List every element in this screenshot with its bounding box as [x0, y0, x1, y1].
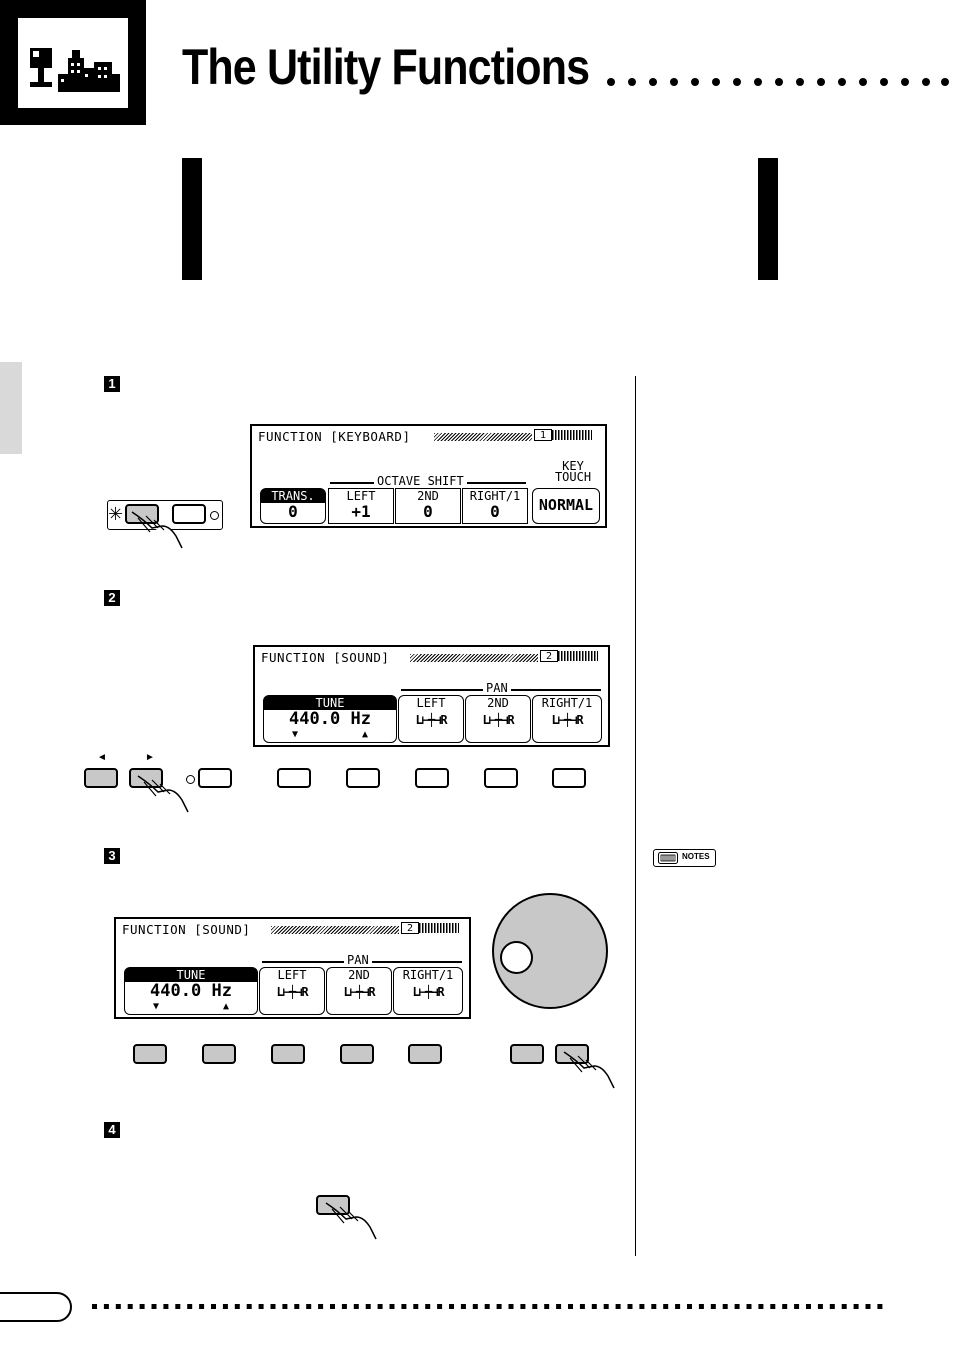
lcd-button-4[interactable] [340, 1044, 374, 1064]
pressing-hand-icon [563, 1051, 615, 1089]
lcd-button-3[interactable] [271, 1044, 305, 1064]
footer-dot-leader [92, 1304, 883, 1309]
tune-cell[interactable]: TUNE 440.0 Hz ▼ ▲ [263, 695, 397, 743]
pan-label: PAN [344, 953, 372, 967]
trans-cell[interactable]: TRANS. 0 [260, 488, 326, 524]
lcd-button-6[interactable] [552, 768, 586, 788]
lcd-function-sound-step3: FUNCTION [SOUND] 2 PAN TUNE 440.0 Hz ▼ ▲… [114, 917, 471, 1019]
pan-right-cell[interactable]: RIGHT/1 L⊢┿⊣R [393, 967, 463, 1015]
lcd-page-number: 2 [540, 650, 558, 662]
lcd-hatch [410, 654, 538, 662]
data-dial[interactable] [492, 893, 608, 1009]
step-marker-1: 1 [104, 376, 120, 392]
notes-label: NOTES [682, 852, 710, 861]
function-led-icon: ✳ [108, 504, 124, 524]
page-title: The Utility Functions [182, 39, 590, 95]
lcd-button-5[interactable] [408, 1044, 442, 1064]
data-dial-knob[interactable] [500, 941, 533, 974]
indicator-led [210, 511, 219, 520]
lcd-page-number: 1 [534, 429, 552, 441]
pan-left-cell[interactable]: LEFT L⊢┿⊣R [259, 967, 325, 1015]
lcd-page-indicator: 1 [534, 429, 592, 441]
decrement-button[interactable] [510, 1044, 544, 1064]
column-divider [635, 376, 636, 1256]
pan-2nd-cell[interactable]: 2ND L⊢┿⊣R [465, 695, 531, 743]
step-marker-2: 2 [104, 590, 120, 606]
lcd-page-indicator: 2 [401, 922, 459, 934]
step-marker-4: 4 [104, 1122, 120, 1138]
exit-button[interactable] [316, 1195, 350, 1215]
chapter-side-tab [0, 362, 22, 454]
lcd-button-4[interactable] [415, 768, 449, 788]
lcd-button-1[interactable] [133, 1044, 167, 1064]
notes-badge: NOTES [653, 849, 716, 867]
step-marker-3: 3 [104, 848, 120, 864]
lcd-button-3[interactable] [346, 768, 380, 788]
octave-shift-label: OCTAVE SHIFT [374, 474, 467, 488]
pan-right-cell[interactable]: RIGHT/1 L⊢┿⊣R [532, 695, 602, 743]
octave-right-cell[interactable]: RIGHT/1 0 [462, 488, 528, 524]
adjacent-button[interactable] [172, 504, 206, 524]
lcd-function-sound: FUNCTION [SOUND] 2 PAN TUNE 440.0 Hz ▼ ▲… [253, 645, 610, 747]
pan-label: PAN [483, 681, 511, 695]
octave-2nd-cell[interactable]: 2ND 0 [395, 488, 461, 524]
indicator-led [186, 775, 195, 784]
keyboard-icon [658, 852, 678, 864]
lcd-button-2[interactable] [277, 768, 311, 788]
lcd-title: FUNCTION [SOUND] [122, 922, 251, 937]
lcd-title: FUNCTION [SOUND] [261, 650, 390, 665]
pan-2nd-cell[interactable]: 2ND L⊢┿⊣R [326, 967, 392, 1015]
key-touch-cell[interactable]: NORMAL [532, 488, 600, 524]
page-left-button[interactable] [84, 768, 118, 788]
section-bar-left [182, 158, 202, 280]
pressing-hand-icon [131, 511, 183, 549]
lcd-button-1[interactable] [198, 768, 232, 788]
pan-left-cell[interactable]: LEFT L⊢┿⊣R [398, 695, 464, 743]
page-number-tab [0, 1292, 72, 1322]
lcd-button-5[interactable] [484, 768, 518, 788]
lcd-page-indicator: 2 [540, 650, 598, 662]
page-right-arrow: ► [145, 752, 155, 763]
key-touch-label: KEY TOUCH [554, 459, 592, 484]
page-left-arrow: ◄ [97, 752, 107, 763]
octave-left-cell[interactable]: LEFT +1 [328, 488, 394, 524]
section-bar-right [758, 158, 778, 280]
lcd-title: FUNCTION [KEYBOARD] [258, 429, 411, 444]
lcd-button-2[interactable] [202, 1044, 236, 1064]
city-skyline-icon [18, 18, 128, 108]
title-dot-leader [607, 78, 949, 86]
lcd-page-number: 2 [401, 922, 419, 934]
lcd-function-keyboard: FUNCTION [KEYBOARD] 1 OCTAVE SHIFT KEY T… [250, 424, 607, 528]
tune-cell[interactable]: TUNE 440.0 Hz ▼ ▲ [124, 967, 258, 1015]
lcd-hatch [434, 433, 532, 441]
pressing-hand-icon [325, 1202, 377, 1240]
pressing-hand-icon [137, 775, 189, 813]
lcd-hatch [271, 926, 399, 934]
